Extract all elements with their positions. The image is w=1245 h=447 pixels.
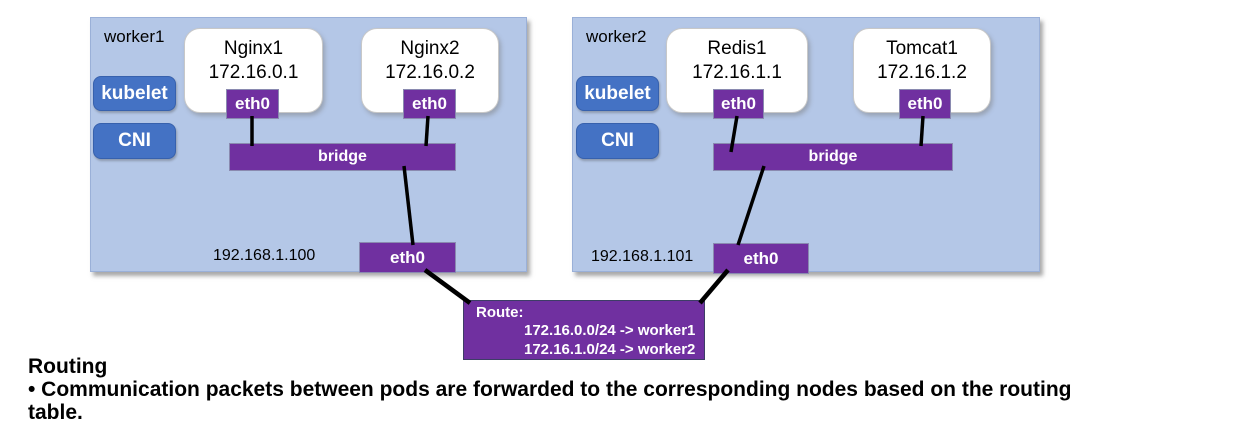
cni-badge: CNI: [576, 123, 659, 159]
bridge-bar: bridge: [229, 143, 456, 171]
route-entry: 172.16.1.0/24 -> worker2: [524, 341, 696, 358]
kubelet-badge: kubelet: [576, 76, 659, 111]
worker1-node: worker1 kubelet CNI Nginx1 172.16.0.1 Ng…: [90, 17, 527, 273]
pod-name-label: Nginx2: [400, 38, 460, 59]
pod-redis1: Redis1 172.16.1.1: [666, 28, 808, 113]
pod-name-label: Redis1: [707, 38, 767, 59]
worker-name-label: worker1: [104, 27, 165, 46]
caption-heading: Routing: [28, 355, 108, 378]
pod-name-label: Tomcat1: [886, 38, 958, 59]
pod-ip-label: 172.16.0.2: [385, 62, 475, 83]
worker2-node: worker2 kubelet CNI Redis1 172.16.1.1 To…: [572, 17, 1040, 274]
route-title: Route:: [476, 304, 524, 321]
pod-eth0-interface: eth0: [403, 89, 456, 119]
caption-bullet: • Communication packets between pods are…: [28, 378, 1072, 424]
pod-name-label: Nginx1: [223, 38, 284, 59]
node-eth0-interface: eth0: [713, 243, 809, 274]
kubelet-badge: kubelet: [93, 76, 176, 111]
caption-block: Routing • Communication packets between …: [28, 355, 1113, 424]
pod-nginx2: Nginx2 172.16.0.2: [361, 28, 499, 113]
node-ip-label: 192.168.1.100: [213, 247, 316, 264]
pod-ip-label: 172.16.0.1: [208, 62, 299, 83]
worker-name-label: worker2: [586, 27, 647, 46]
pod-eth0-interface: eth0: [226, 89, 279, 119]
pod-eth0-interface: eth0: [713, 89, 764, 119]
line-worker1-route: [423, 268, 472, 305]
route-table-box: Route: 172.16.0.0/24 -> worker1 172.16.1…: [463, 300, 705, 360]
node-eth0-interface: eth0: [359, 242, 456, 273]
line-worker2-route: [698, 268, 730, 305]
pod-eth0-interface: eth0: [899, 89, 951, 119]
node-ip-label: 192.168.1.101: [591, 248, 694, 265]
bridge-bar: bridge: [713, 143, 953, 171]
cni-badge: CNI: [93, 123, 176, 159]
route-entry: 172.16.0.0/24 -> worker1: [524, 322, 696, 339]
pod-ip-label: 172.16.1.2: [877, 62, 967, 83]
pod-ip-label: 172.16.1.1: [692, 62, 782, 83]
